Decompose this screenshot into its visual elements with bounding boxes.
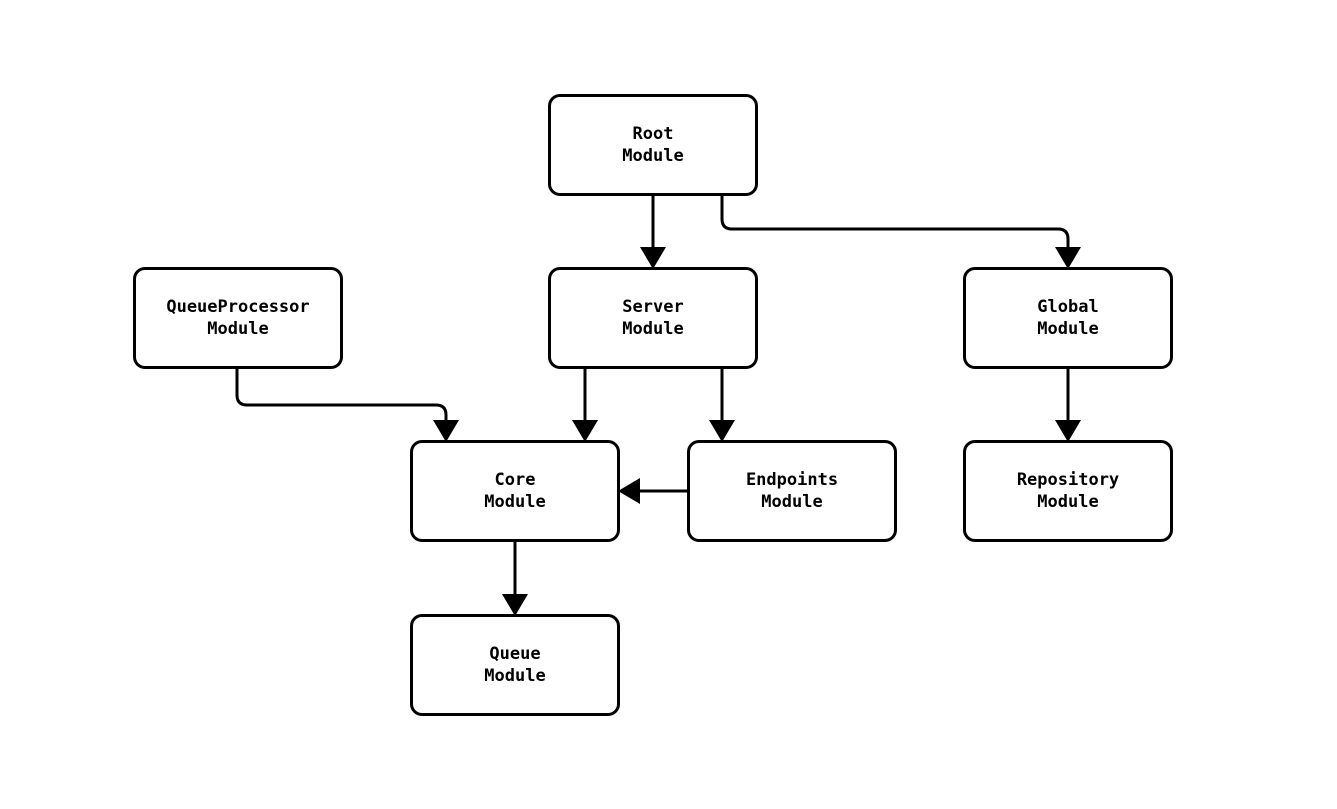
edge-queueprocessor-to-core (235, 369, 448, 430)
node-server-module-label: Server Module (622, 297, 684, 339)
arrowhead-root-to-server (640, 247, 666, 269)
node-queue-module[interactable]: Queue Module (410, 614, 620, 716)
node-repository-module[interactable]: Repository Module (963, 440, 1173, 542)
node-repository-module-label: Repository Module (1016, 470, 1120, 512)
node-root-module[interactable]: Root Module (548, 94, 758, 196)
arrowhead-global-to-repository (1055, 420, 1081, 442)
edge-root-to-global (720, 196, 1070, 257)
node-root-module-label: Root Module (622, 124, 684, 166)
arrowhead-endpoints-to-core (618, 478, 640, 504)
arrowhead-server-to-endpoints (709, 420, 735, 442)
node-queueprocessor-module[interactable]: QueueProcessor Module (133, 267, 343, 369)
node-core-module[interactable]: Core Module (410, 440, 620, 542)
node-global-module[interactable]: Global Module (963, 267, 1173, 369)
node-endpoints-module[interactable]: Endpoints Module (687, 440, 897, 542)
node-global-module-label: Global Module (1037, 297, 1099, 339)
arrowhead-core-to-queue (502, 594, 528, 616)
arrowhead-queueprocessor-to-core (433, 420, 459, 442)
node-endpoints-module-label: Endpoints Module (745, 470, 839, 512)
node-queue-module-label: Queue Module (484, 644, 546, 686)
arrowhead-server-to-core (572, 420, 598, 442)
node-core-module-label: Core Module (484, 470, 546, 512)
arrowhead-root-to-global (1055, 247, 1081, 269)
node-server-module[interactable]: Server Module (548, 267, 758, 369)
node-queueprocessor-module-label: QueueProcessor Module (166, 297, 310, 339)
